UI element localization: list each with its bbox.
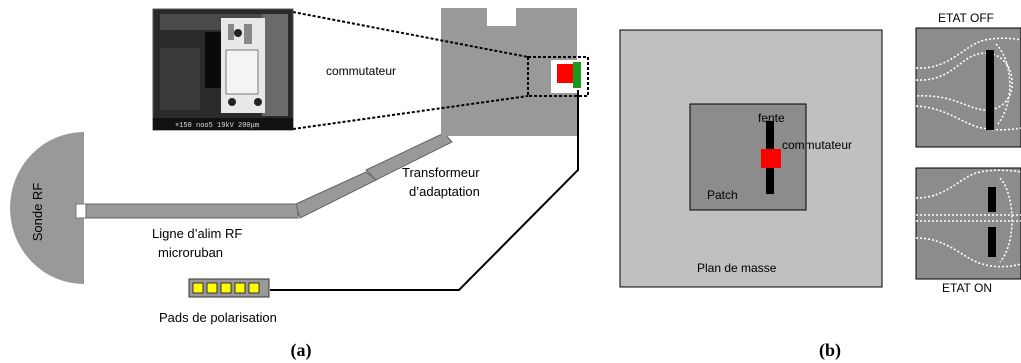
state-off-label: ETAT OFF [938, 11, 994, 25]
patch-label: Patch [707, 188, 738, 202]
switch-green [573, 62, 581, 88]
zoom-line-bottom [292, 95, 529, 130]
commutateur-label-b: commutateur [782, 138, 852, 152]
feed-line [85, 203, 299, 219]
zoom-box [527, 56, 589, 97]
rf-probe [10, 132, 84, 284]
sem-micrograph: ×150 noo5 19kV 200μm [152, 8, 294, 131]
state-on-label: ETAT ON [942, 281, 992, 295]
probe-notch [75, 203, 87, 219]
transformer [295, 171, 377, 219]
sonde-label: Sonde RF [30, 183, 45, 242]
panel-a: Sonde RF [10, 8, 589, 361]
pad [206, 282, 218, 294]
fente-label: fente [758, 111, 785, 125]
pad [234, 282, 246, 294]
ground-label: Plan de masse [697, 261, 777, 275]
state-off-field-map [915, 27, 1021, 148]
pad [248, 282, 260, 294]
state-on-field-map [915, 167, 1021, 280]
pad [192, 282, 204, 294]
panel-b: fente commutateur Patch Plan de masse ET… [619, 11, 1021, 361]
pads-label: Pads de polarisation [159, 310, 277, 325]
sem-scale-text: ×150 noo5 19kV 200μm [175, 122, 259, 130]
pad [220, 282, 232, 294]
line-label-1: Ligne d’alim RF [152, 226, 242, 241]
antenna-block [441, 8, 577, 136]
bias-line [270, 90, 579, 291]
switch-b [761, 149, 781, 168]
caption-b: (b) [819, 340, 841, 361]
line-label-2: microruban [158, 245, 223, 260]
switch-red [557, 64, 574, 83]
commutateur-label-a: commutateur [326, 64, 396, 78]
transformer-wide [365, 132, 453, 181]
caption-a: (a) [291, 340, 312, 361]
patch [689, 103, 807, 211]
transformer-label-1: Transformeur [402, 165, 480, 180]
transformer-label-2: d’adaptation [409, 184, 480, 199]
